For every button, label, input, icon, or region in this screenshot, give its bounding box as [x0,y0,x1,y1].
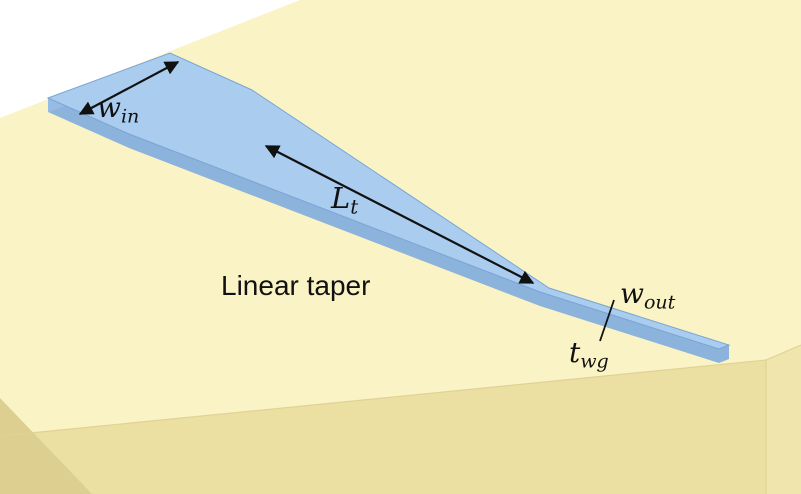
label-l-t-base: L [331,181,351,215]
w-out-pointer-line [599,299,615,342]
label-w-out: wout [620,277,676,314]
substrate-front-face [0,360,766,494]
label-t-wg-base: t [569,336,581,369]
substrate-right-face [766,345,801,494]
label-linear-taper: Linear taper [221,270,371,301]
w-in-dimension-arrow [78,61,180,115]
waveguide-side-face [48,98,719,363]
label-w-out-sub: out [643,291,676,314]
label-w-in: win [97,91,140,128]
label-t-wg-sub: wg [580,350,609,373]
waveguide-output-facet [719,345,729,363]
label-w-out-base: w [620,277,644,310]
label-t-wg: twg [569,336,609,373]
label-w-in-base: w [97,91,121,124]
label-w-in-sub: in [120,105,140,128]
l-t-dimension-arrow [264,145,535,284]
substrate-left-face [0,398,92,494]
label-l-t: Lt [331,181,359,219]
label-l-t-sub: t [350,195,359,219]
